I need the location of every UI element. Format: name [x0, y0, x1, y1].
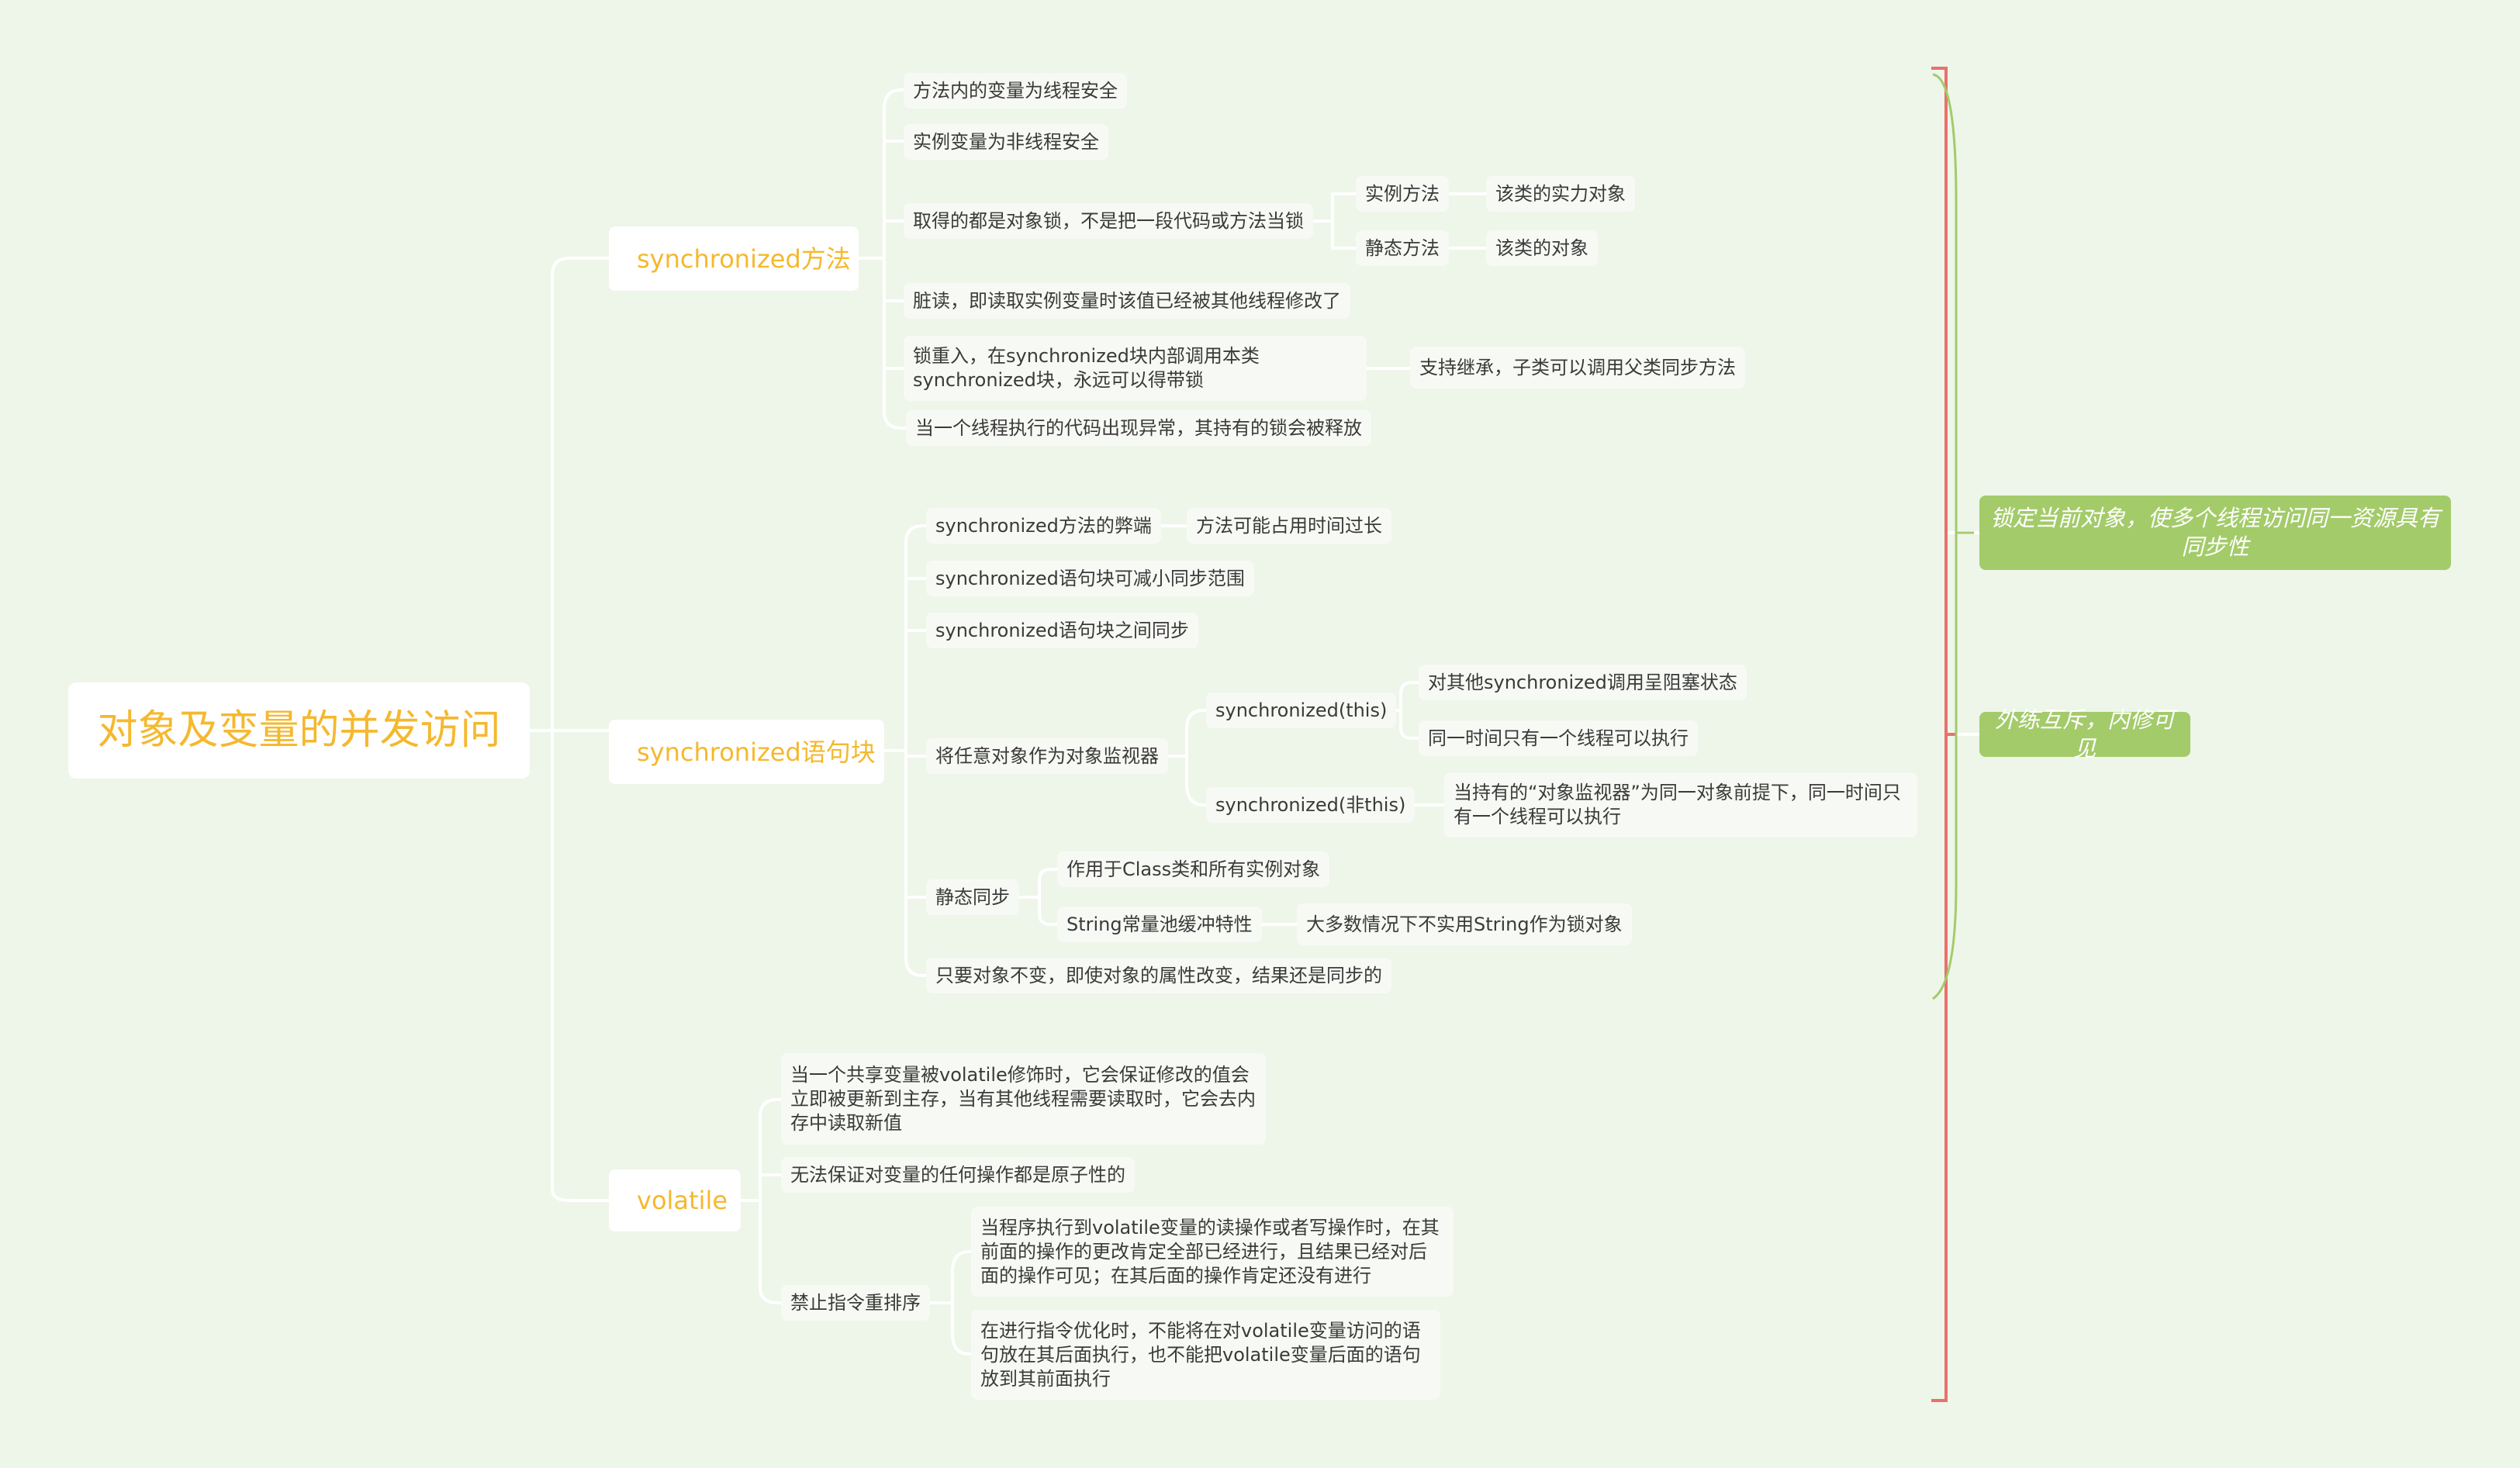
summary-mutex-visibility[interactable]: 外练互斥，内修可见 [1979, 706, 2190, 762]
node-static-sync[interactable]: 静态同步 [926, 879, 1019, 915]
connector-sync-block [883, 524, 928, 977]
node-reorder-read-write[interactable]: 当程序执行到volatile变量的读操作或者写操作时，在其前面的操作的更改肯定全… [971, 1207, 1454, 1297]
node-string-pool-cache[interactable]: String常量池缓冲特性 [1057, 907, 1262, 942]
connector-volatile [739, 1098, 783, 1304]
node-volatile-visibility[interactable]: 当一个共享变量被volatile修饰时，它会保证修改的值会立即被更新到主存，当有… [781, 1053, 1266, 1145]
node-reorder-optimization[interactable]: 在进行指令优化时，不能将在对volatile变量访问的语句放在其后面执行，也不能… [971, 1310, 1440, 1400]
node-not-atomic[interactable]: 无法保证对变量的任何操作都是原子性的 [781, 1157, 1135, 1193]
node-synchronized-this[interactable]: synchronized(this) [1206, 693, 1397, 728]
node-method-too-long[interactable]: 方法可能占用时间过长 [1187, 508, 1391, 544]
node-lock-reentry[interactable]: 锁重入，在synchronized块内部调用本类synchronized块，永远… [904, 336, 1367, 401]
branch-volatile[interactable]: volatile [609, 1169, 741, 1231]
node-method-local-var-safe[interactable]: 方法内的变量为线程安全 [904, 73, 1127, 109]
node-any-object-monitor[interactable]: 将任意对象作为对象监视器 [926, 738, 1168, 774]
branch-synchronized-method[interactable]: synchronized方法 [609, 226, 859, 291]
node-object-lock[interactable]: 取得的都是对象锁，不是把一段代码或方法当锁 [904, 203, 1313, 239]
node-static-method[interactable]: 静态方法 [1356, 230, 1449, 266]
summary-bracket-inner [1932, 73, 1974, 1000]
node-inheritance-support[interactable]: 支持继承，子类可以调用父类同步方法 [1410, 347, 1745, 389]
node-instance-var-unsafe[interactable]: 实例变量为非线程安全 [904, 124, 1108, 160]
node-block-reduce-scope[interactable]: synchronized语句块可减小同步范围 [926, 561, 1254, 596]
node-dirty-read[interactable]: 脏读，即读取实例变量时该值已经被其他线程修改了 [904, 283, 1350, 319]
root-topic[interactable]: 对象及变量的并发访问 [68, 682, 530, 779]
node-one-thread-at-a-time[interactable]: 同一时间只有一个线程可以执行 [1419, 720, 1698, 756]
node-object-unchanged-sync[interactable]: 只要对象不变，即使对象的属性改变，结果还是同步的 [926, 958, 1391, 993]
node-instance-method[interactable]: 实例方法 [1356, 176, 1449, 212]
node-block-other-sync[interactable]: 对其他synchronized调用呈阻塞状态 [1419, 665, 1747, 700]
node-static-method-target[interactable]: 该类的对象 [1486, 230, 1598, 266]
summary-bracket-outer [1931, 67, 1956, 1402]
connector-b5 [1018, 868, 1059, 926]
connector-b4 [1167, 709, 1208, 807]
node-class-and-instances[interactable]: 作用于Class类和所有实例对象 [1057, 851, 1330, 887]
node-exception-release-lock[interactable]: 当一个线程执行的代码出现异常，其持有的锁会被释放 [906, 410, 1371, 446]
node-block-sync-between[interactable]: synchronized语句块之间同步 [926, 613, 1198, 648]
connector-m3 [1304, 192, 1357, 250]
node-same-monitor-one-thread[interactable]: 当持有的“对象监视器”为同一对象前提下，同一时间只有一个线程可以执行 [1444, 772, 1917, 838]
node-method-drawback[interactable]: synchronized方法的弊端 [926, 508, 1161, 544]
node-avoid-string-lock[interactable]: 大多数情况下不实用String作为锁对象 [1297, 903, 1632, 945]
node-instance-method-target[interactable]: 该类的实力对象 [1486, 176, 1635, 212]
connector-v3 [928, 1250, 973, 1356]
branch-synchronized-block[interactable]: synchronized语句块 [609, 720, 884, 784]
node-no-reordering[interactable]: 禁止指令重排序 [781, 1285, 930, 1321]
summary-lock-current-object[interactable]: 锁定当前对象，使多个线程访问同一资源具有同步性 [1979, 496, 2451, 570]
connector-sync-method [857, 88, 907, 430]
connector-root [528, 257, 610, 1202]
node-synchronized-non-this[interactable]: synchronized(非this) [1206, 787, 1416, 823]
